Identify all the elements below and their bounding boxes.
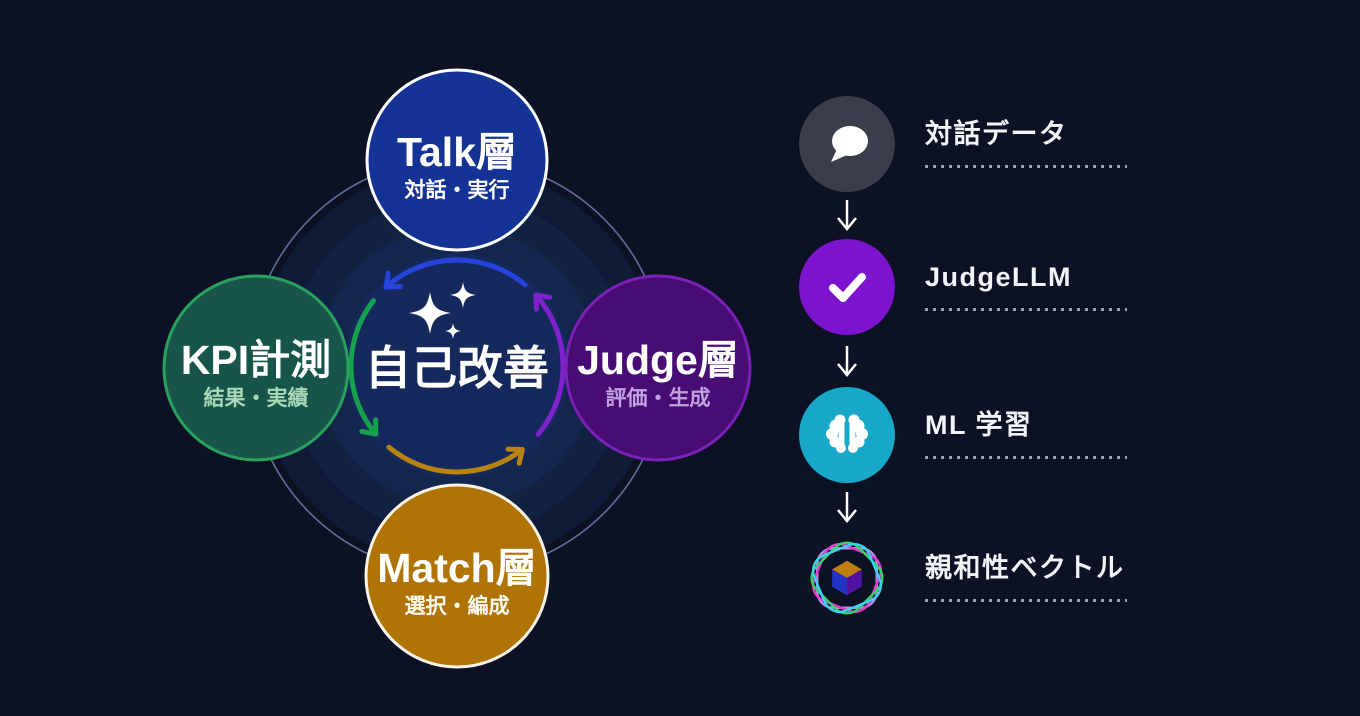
- arc-match-to-judge: [386, 444, 525, 475]
- node-judge-subtitle: 評価・生成: [606, 386, 711, 410]
- down-arrow-icon: [837, 492, 857, 523]
- dotted-underline: [925, 165, 1127, 168]
- concentric-glow: [257, 166, 657, 566]
- pipeline-label-affinity-vector: 親和性ベクトル: [925, 553, 1125, 583]
- cycle-diagram: 自己改善 Talk層 対話・実行 KPI計測 結果・実績 Judge層 評価・生…: [162, 68, 752, 669]
- node-judge-circle: [564, 274, 752, 462]
- speech-bubble-icon: [799, 96, 895, 192]
- brain-icon: [799, 387, 895, 483]
- pipeline-label-judgellm: JudgeLLM: [925, 262, 1072, 292]
- pipeline-label-ml-learning: ML 学習: [925, 410, 1033, 440]
- pipeline-step-dialogue-data: 対話データ: [799, 96, 1127, 192]
- pipeline-step-judgellm: JudgeLLM: [799, 239, 1127, 335]
- cycle-center-label: 自己改善: [365, 342, 549, 394]
- down-arrow-icon: [837, 200, 857, 231]
- arc-talk-to-kpi: [383, 257, 528, 290]
- pipeline-label-dialogue-data: 対話データ: [925, 119, 1068, 149]
- pipeline-step-affinity-vector: 親和性ベクトル: [799, 530, 1127, 626]
- node-match-circle: [364, 483, 550, 669]
- dotted-underline: [925, 308, 1127, 311]
- brain-left-half: [826, 414, 846, 453]
- cycle-arrows: [348, 257, 566, 475]
- node-match-subtitle: 選択・編成: [405, 594, 510, 618]
- node-kpi-subtitle: 結果・実績: [204, 386, 309, 410]
- pipeline-step-ml-learning: ML 学習: [799, 387, 1127, 483]
- glow-disc-4: [345, 254, 569, 478]
- dotted-underline: [925, 456, 1127, 459]
- arc-judge-to-talk: [533, 292, 566, 437]
- node-kpi-circle: [162, 274, 350, 462]
- node-kpi: KPI計測 結果・実績: [162, 274, 350, 462]
- dotted-underline: [925, 599, 1127, 602]
- node-talk: Talk層 対話・実行: [365, 68, 549, 252]
- sparkles-icon: [409, 282, 476, 339]
- node-judge: Judge層 評価・生成: [564, 274, 752, 462]
- isometric-cube: [832, 560, 862, 596]
- node-talk-circle: [365, 68, 549, 252]
- node-match-title: Match層: [377, 545, 536, 591]
- checkmark-icon: [799, 239, 895, 335]
- affinity-cube-icon: [799, 530, 895, 626]
- down-arrow-icon: [837, 346, 857, 377]
- affinity-petals: [810, 541, 884, 615]
- node-judge-title: Judge層: [577, 337, 739, 383]
- brain-right-half: [848, 414, 868, 453]
- arc-kpi-to-match: [348, 298, 379, 437]
- node-match: Match層 選択・編成: [364, 483, 550, 669]
- node-talk-subtitle: 対話・実行: [405, 178, 510, 202]
- node-talk-title: Talk層: [397, 129, 517, 175]
- node-kpi-title: KPI計測: [181, 337, 331, 383]
